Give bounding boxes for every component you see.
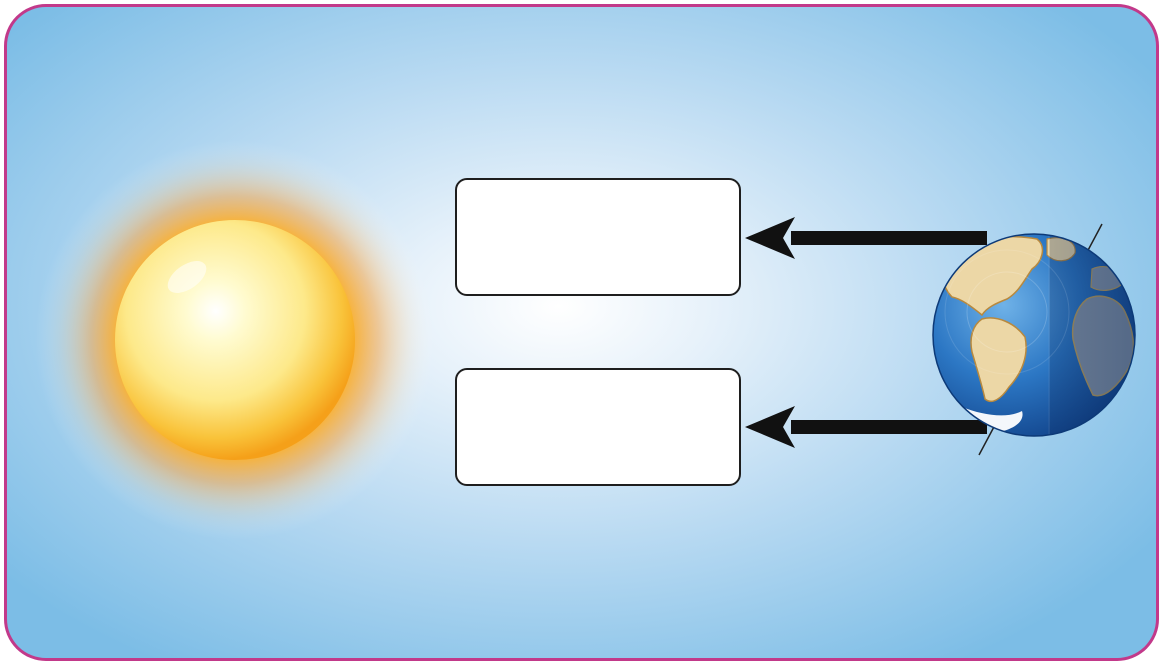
arrow-left-icon [745,406,987,448]
diagram-frame [4,4,1159,661]
diagram-canvas [7,7,1156,658]
sun-icon [35,140,435,540]
arrow-left-icon [745,217,987,259]
answer-box-bottom[interactable] [455,368,741,486]
answer-box-top[interactable] [455,178,741,296]
